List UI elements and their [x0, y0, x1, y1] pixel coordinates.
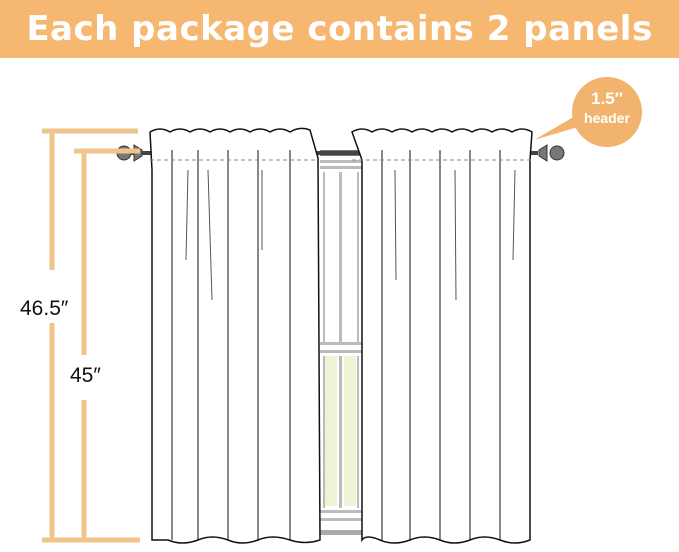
right-curtain-panel — [351, 128, 533, 544]
panel-length-label: 45″ — [70, 362, 101, 390]
banner-title: Each package contains 2 panels — [26, 9, 653, 49]
total-length-label: 46.5″ — [20, 295, 69, 323]
header-size: 1.5″ — [591, 89, 623, 108]
header-label: header — [584, 110, 630, 126]
dimension-lines — [42, 128, 140, 543]
window-graphic — [320, 150, 362, 538]
curtain-illustration — [42, 112, 588, 544]
left-curtain-panel — [149, 127, 321, 544]
header-callout-bubble: 1.5″ header — [572, 77, 642, 147]
header-banner: Each package contains 2 panels — [0, 0, 679, 58]
